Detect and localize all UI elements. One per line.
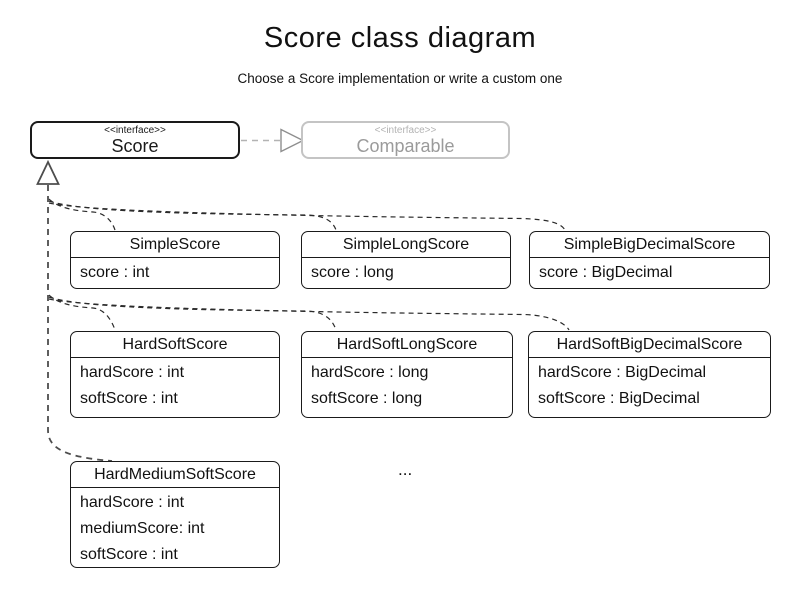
class-attribute: hardScore : int [80,364,185,381]
class-attribute: softScore : long [311,390,423,407]
class-box-simplescore: SimpleScore score : int [70,231,280,289]
class-attribute: score : long [311,264,394,281]
class-attributes: hardScore : int mediumScore: int softSco… [71,488,279,570]
class-name: SimpleBigDecimalScore [530,232,769,258]
interface-name: Comparable [356,136,455,156]
class-attribute: hardScore : BigDecimal [538,364,707,381]
class-attributes: hardScore : BigDecimal softScore : BigDe… [529,358,770,414]
class-attributes: hardScore : int softScore : int [71,358,279,414]
class-attributes: score : int [71,258,279,288]
class-box-hardsoftbigdecimalscore: HardSoftBigDecimalScore hardScore : BigD… [528,331,771,418]
class-name: SimpleScore [71,232,279,258]
class-box-simplelongscore: SimpleLongScore score : long [301,231,511,289]
class-attribute: hardScore : long [311,364,429,381]
class-attributes: score : long [302,258,510,288]
class-name: HardSoftLongScore [302,332,512,358]
class-attribute: softScore : int [80,546,178,563]
class-box-hardsoftlongscore: HardSoftLongScore hardScore : long softS… [301,331,513,418]
generalization-trunk-line [47,185,113,462]
generalization-arrowhead-icon [36,159,60,185]
class-name: HardSoftScore [71,332,279,358]
class-attribute: score : int [80,264,150,281]
interface-stereotype: <<interface>> [374,125,437,136]
class-attribute: softScore : BigDecimal [538,390,700,407]
class-attributes: score : BigDecimal [530,258,769,288]
class-attribute: score : BigDecimal [539,264,673,281]
class-box-hardmediumsoftscore: HardMediumSoftScore hardScore : int medi… [70,461,280,568]
class-attribute: hardScore : int [80,494,185,511]
class-name: HardSoftBigDecimalScore [529,332,770,358]
generalization-branches-row2 [48,294,570,331]
interface-stereotype: <<interface>> [104,125,166,136]
page-subtitle: Choose a Score implementation or write a… [237,71,563,86]
realization-arrow-icon [241,128,305,153]
interface-box-score: <<interface>> Score [30,121,240,159]
interface-name: Score [111,136,159,156]
class-box-simplebigdecimalscore: SimpleBigDecimalScore score : BigDecimal [529,231,770,289]
more-implementations-ellipsis: ... [398,460,413,479]
class-box-hardsoftscore: HardSoftScore hardScore : int softScore … [70,331,280,418]
class-name: SimpleLongScore [302,232,510,258]
generalization-branches-row1 [48,198,566,231]
class-attribute: mediumScore: int [80,520,205,537]
class-attribute: softScore : int [80,390,178,407]
interface-box-comparable: <<interface>> Comparable [301,121,510,159]
class-name: HardMediumSoftScore [71,462,279,488]
class-attributes: hardScore : long softScore : long [302,358,512,414]
page-title: Score class diagram [263,22,537,54]
